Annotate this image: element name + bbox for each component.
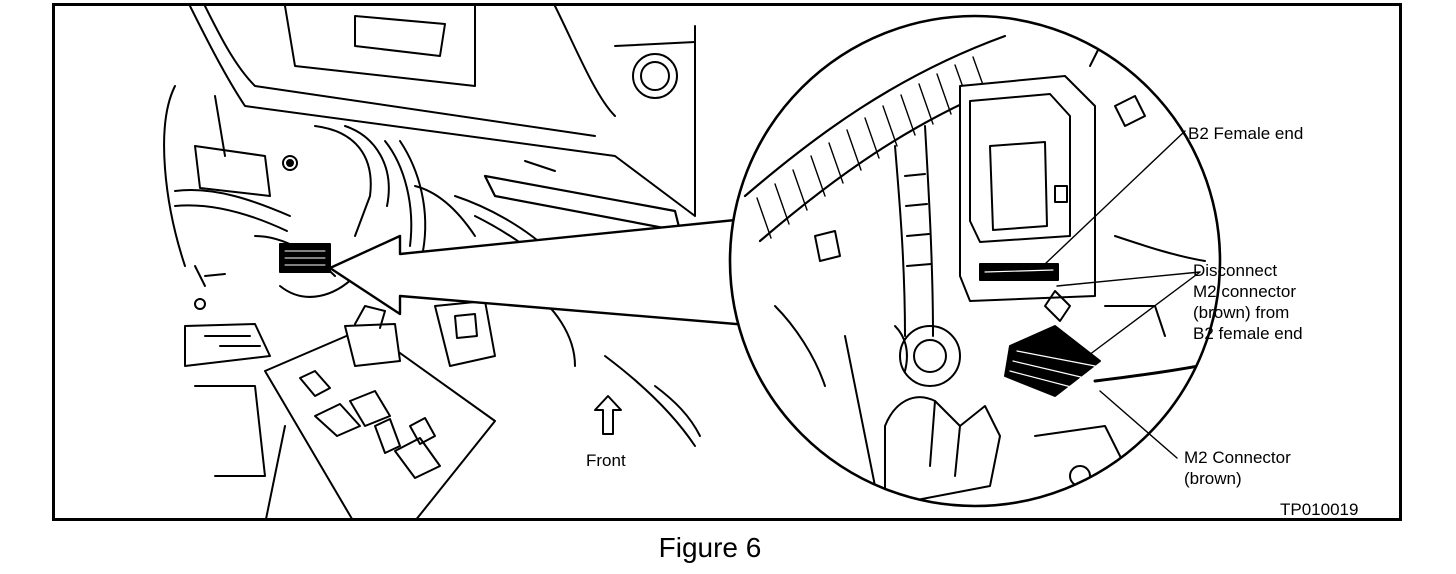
m2-connector-label-line-2: (brown) (1184, 469, 1242, 488)
illustration-frame: B2 Female end Disconnect M2 connector (b… (52, 3, 1402, 521)
m2-connector-location (279, 243, 331, 273)
m2-connector-detail (1004, 325, 1101, 397)
disconnect-label-line-3: (brown) from (1193, 303, 1290, 322)
figure-caption-text: Figure 6 (658, 532, 762, 563)
relay-block (264, 305, 496, 518)
b2-connector-housing (959, 35, 1136, 302)
disconnect-label-line-2: M2 connector (1193, 282, 1296, 301)
disconnect-label-line-4: B2 female end (1193, 324, 1303, 343)
detail-view (728, 14, 1222, 508)
b2-female-end-label: B2 Female end (1188, 124, 1304, 143)
front-arrow-icon (594, 395, 622, 435)
dashboard-panel (163, 6, 696, 267)
front-label: Front (586, 451, 626, 470)
m2-connector-label-line-1: M2 Connector (1184, 448, 1291, 467)
dashboard-wiring-illustration (163, 6, 1222, 518)
hand (884, 396, 1001, 506)
leader-lines (1044, 130, 1201, 459)
disconnect-label-line-1: Disconnect (1193, 261, 1278, 280)
callout-arrow (328, 216, 762, 328)
figure-code: TP010019 (1280, 500, 1359, 519)
left-side-parts (184, 285, 701, 477)
figure-caption: Figure 6 (0, 530, 1456, 566)
